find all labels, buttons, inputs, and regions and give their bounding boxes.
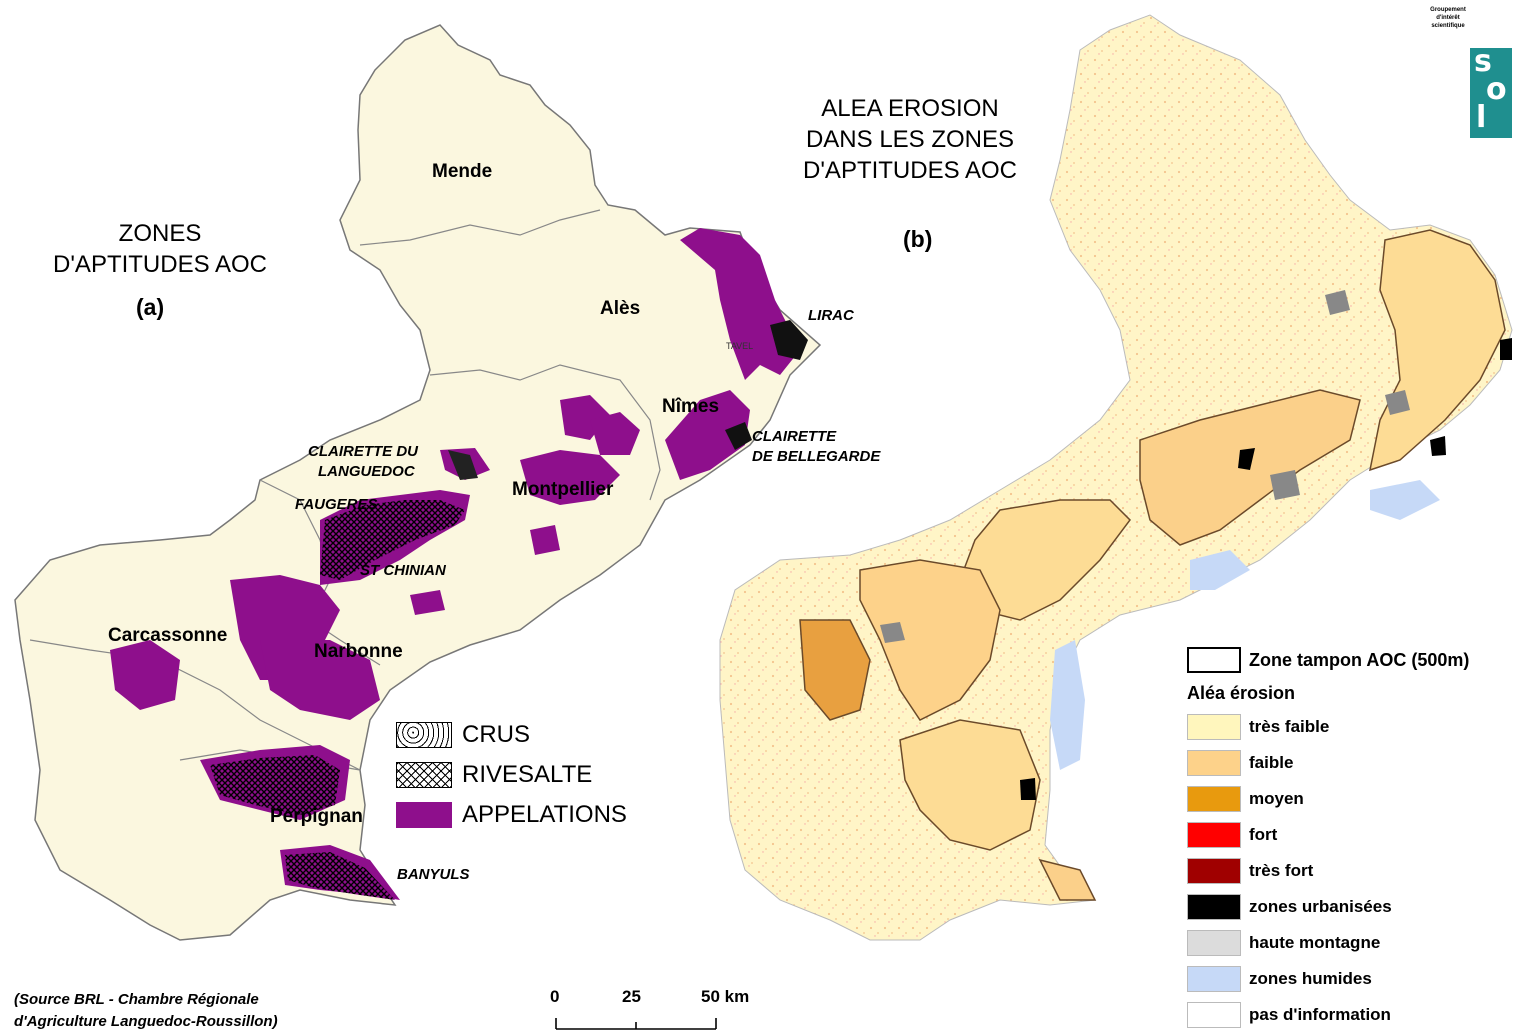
region-b (719, 14, 1513, 941)
legend-a-rivesalte: RIVESALTE (396, 760, 592, 790)
city-label-ales: Alès (600, 298, 641, 319)
legend-swatch (1187, 822, 1241, 848)
legend-a-appelations: APPELATIONS (396, 800, 627, 830)
legend-label: très faible (1249, 717, 1330, 736)
panel-a-title-line2: D'APTITUDES AOC (53, 251, 267, 278)
legend-label: zones humides (1249, 969, 1372, 988)
city-label-carcassonne: Carcassonne (108, 625, 228, 646)
source-note: (Source BRL - Chambre Régionale d'Agricu… (14, 989, 278, 1033)
logo-caption: Groupement d'intérêt scientifique (1418, 6, 1478, 30)
city-label-mende: Mende (432, 161, 493, 182)
legend-b-row: haute montagne (1187, 929, 1380, 957)
logo-caption-line2: d'intérêt (1436, 15, 1460, 21)
legend-swatch-appelations (396, 802, 452, 828)
gis-sol-logo: s o l (1470, 44, 1512, 138)
legend-b-row: pas d'information (1187, 1001, 1391, 1029)
logo-letter-s: s (1474, 44, 1492, 79)
rivesalte-zones (210, 320, 808, 900)
scale-bar (555, 1018, 717, 1030)
urban-zones (880, 290, 1410, 643)
panel-b-title-line3: D'APTITUDES AOC (803, 157, 1017, 184)
legend-swatch (1187, 786, 1241, 812)
panel-b-title-line1: ALEA EROSION (821, 95, 999, 122)
scale-tick-0: 0 (550, 987, 560, 1006)
panel-b-title-line2: DANS LES ZONES (805, 126, 1015, 153)
logo-caption-line3: scientifique (1431, 23, 1465, 29)
aoc-label-clairette: CLAIRETTE (752, 428, 837, 445)
legend-b-buffer: Zone tampon AOC (500m) (1187, 646, 1469, 674)
legend-swatch (1187, 966, 1241, 992)
city-label-perpignan: Perpignan (270, 806, 363, 827)
legend-label: pas d'information (1249, 1005, 1391, 1024)
legend-swatch (1187, 930, 1241, 956)
legend-swatch-buffer (1187, 647, 1241, 673)
legend-label: faible (1249, 753, 1294, 772)
city-label-narbonne: Narbonne (314, 641, 403, 662)
legend-label: fort (1249, 825, 1278, 844)
panel-a-title-line1: ZONES (118, 220, 202, 247)
scale-tick-50: 50 km (701, 987, 750, 1006)
aoc-label-clairette-du: CLAIRETTE DU (308, 443, 418, 460)
logo-letter-l: l (1476, 100, 1487, 135)
legend-label: haute montagne (1249, 933, 1381, 952)
legend-label: très fort (1249, 861, 1314, 880)
aoc-label-languedoc: LANGUEDOC (318, 463, 415, 480)
legend-label-crus: CRUS (462, 721, 531, 748)
legend-label-buffer: Zone tampon AOC (500m) (1249, 649, 1470, 670)
scale-tick-25: 25 (622, 987, 641, 1006)
logo-letter-o: o (1486, 72, 1507, 107)
logo-caption-line1: Groupement (1430, 7, 1466, 13)
city-label-nimes: Nîmes (662, 396, 720, 417)
city-label-montpellier: Montpellier (512, 479, 614, 500)
panel-b-letter: (b) (903, 226, 933, 252)
legend-label: zones urbanisées (1249, 897, 1392, 916)
legend-b-row: zones urbanisées (1187, 893, 1392, 921)
legend-label-rivesalte: RIVESALTE (462, 761, 593, 788)
source-line1: (Source BRL - Chambre Régionale (14, 991, 259, 1008)
legend-b-heading: Aléa érosion (1187, 683, 1296, 703)
aoc-label-lirac: LIRAC (808, 307, 854, 324)
legend-b-row: fort (1187, 821, 1277, 849)
aoc-label-de-bellegarde: DE BELLEGARDE (752, 448, 881, 465)
legend-swatch-rivesalte (396, 762, 452, 788)
legend-label-appelations: APPELATIONS (462, 801, 627, 828)
legend-a-crus: CRUS (396, 720, 530, 750)
legend-b-row: moyen (1187, 785, 1304, 813)
aoc-label-banyuls: BANYULS (397, 866, 470, 883)
legend-swatch (1187, 1002, 1241, 1028)
legend-swatch (1187, 858, 1241, 884)
legend-swatch (1187, 894, 1241, 920)
aoc-label-st-chinian: ST CHINIAN (360, 562, 446, 579)
legend-b-row: très fort (1187, 857, 1313, 885)
aoc-label-tavel: TAVEL (726, 341, 754, 351)
urban-black-zones (1020, 338, 1512, 800)
legend-swatch (1187, 750, 1241, 776)
panel-b-title: ALEA EROSION DANS LES ZONES D'APTITUDES … (770, 93, 1050, 186)
wetland-zones (1050, 480, 1440, 770)
legend-b-row: faible (1187, 749, 1293, 777)
region-a (14, 24, 822, 941)
panel-a-title: ZONES D'APTITUDES AOC (40, 218, 280, 280)
legend-label: moyen (1249, 789, 1304, 808)
source-line2: d'Agriculture Languedoc-Roussillon) (14, 1013, 278, 1030)
legend-b-row: zones humides (1187, 965, 1372, 993)
legend-b-row: très faible (1187, 713, 1329, 741)
legend-swatch-crus (396, 722, 452, 748)
panel-a-letter: (a) (136, 294, 165, 320)
legend-swatch (1187, 714, 1241, 740)
aoc-label-faugeres: FAUGERES (295, 496, 378, 513)
